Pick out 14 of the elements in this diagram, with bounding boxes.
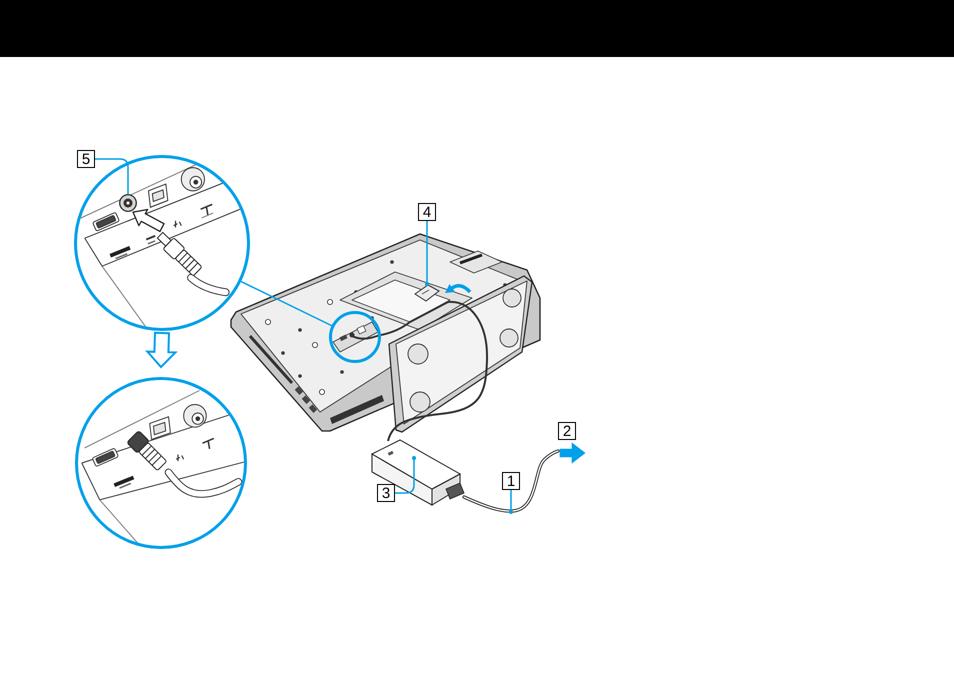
- callout-number: 4: [418, 203, 436, 221]
- dc-cable: [380, 301, 488, 442]
- dc-in-jack: [119, 194, 137, 212]
- down-arrow: [145, 332, 178, 368]
- leader-line: [509, 490, 513, 514]
- callout-number: 3: [377, 484, 395, 502]
- callout-number: 2: [558, 422, 576, 440]
- cable-holder: [414, 284, 440, 302]
- callout-number: 5: [77, 150, 95, 168]
- power-cord: [462, 449, 560, 514]
- leader-line: [395, 456, 416, 494]
- magnifier-line: [240, 280, 332, 326]
- leader-line: [95, 158, 129, 194]
- block-arrow: [560, 442, 586, 464]
